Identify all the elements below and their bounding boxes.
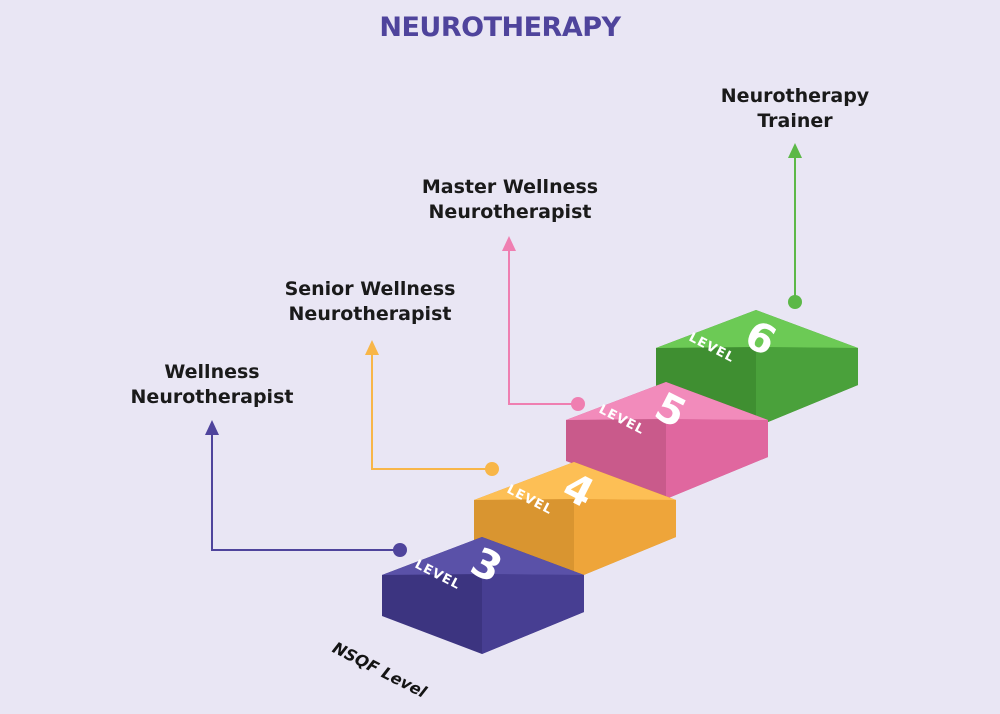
arrow-up-icon: [788, 143, 802, 158]
connector-dot: [571, 397, 585, 411]
role-label-level-4: Senior Wellness Neurotherapist: [270, 277, 470, 327]
connector-level-5: [502, 236, 585, 411]
connector-level-6: [788, 143, 802, 309]
arrow-up-icon: [502, 236, 516, 251]
role-label-level-5: Master Wellness Neurotherapist: [400, 175, 620, 225]
step-level-5: LEVEL 5: [566, 382, 768, 499]
step-level-4: LEVEL 4: [474, 462, 676, 579]
role-line: Neurotherapist: [428, 201, 592, 223]
role-line: Senior Wellness: [284, 278, 456, 300]
connector-dot: [393, 543, 407, 557]
connector-level-4: [365, 340, 499, 476]
role-label-level-3: Wellness Neurotherapist: [112, 360, 312, 410]
role-line: Wellness: [164, 361, 260, 383]
role-line: Neurotherapy: [720, 85, 870, 107]
role-line: Master Wellness: [421, 176, 599, 198]
role-line: Trainer: [757, 110, 833, 132]
connector-dot: [788, 295, 802, 309]
connector-level-3: [205, 420, 407, 557]
role-line: Neurotherapist: [288, 303, 452, 325]
arrow-up-icon: [365, 340, 379, 355]
role-line: Neurotherapist: [130, 386, 294, 408]
page-title: NEUROTHERAPY: [379, 12, 621, 43]
role-label-level-6: Neurotherapy Trainer: [700, 84, 890, 134]
arrow-up-icon: [205, 420, 219, 435]
connector-dot: [485, 462, 499, 476]
step-level-3: LEVEL 3: [382, 537, 584, 654]
